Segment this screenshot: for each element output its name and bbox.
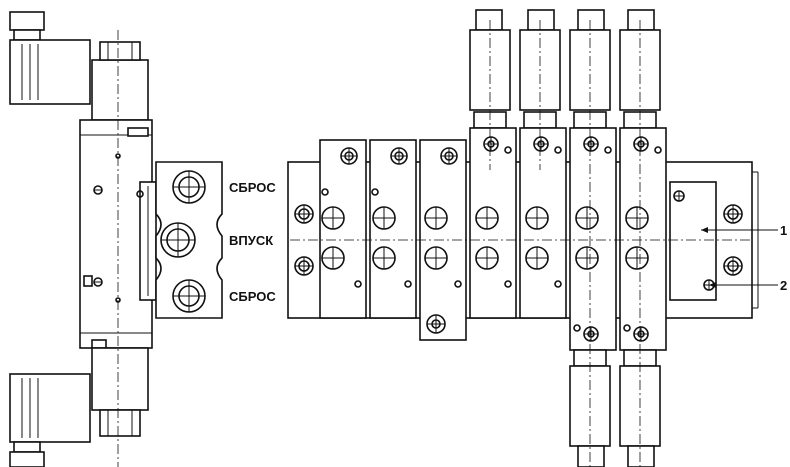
callout-2: [709, 282, 778, 288]
valve-station-7: [619, 9, 667, 467]
side-view-valve: [9, 11, 157, 467]
blanking-plate: [669, 181, 717, 301]
exhaust-port-bottom: [172, 279, 206, 313]
valve-station-6: [569, 9, 617, 467]
inlet-label: ВПУСК: [229, 233, 273, 248]
callout-number-2: 2: [780, 278, 787, 293]
exhaust-port-top: [172, 170, 206, 204]
inlet-port: [160, 222, 196, 258]
callout-1: [701, 227, 778, 233]
valve-station-4: [469, 9, 517, 319]
port-block: [155, 161, 223, 319]
exhaust-label-bottom: СБРОС: [229, 289, 276, 304]
manifold-top-view: [287, 9, 759, 467]
valve-station-5: [519, 9, 567, 319]
valve-station-1: [319, 139, 367, 319]
callout-number-1: 1: [780, 223, 787, 238]
valve-station-2: [369, 139, 417, 319]
exhaust-label-top: СБРОС: [229, 180, 276, 195]
